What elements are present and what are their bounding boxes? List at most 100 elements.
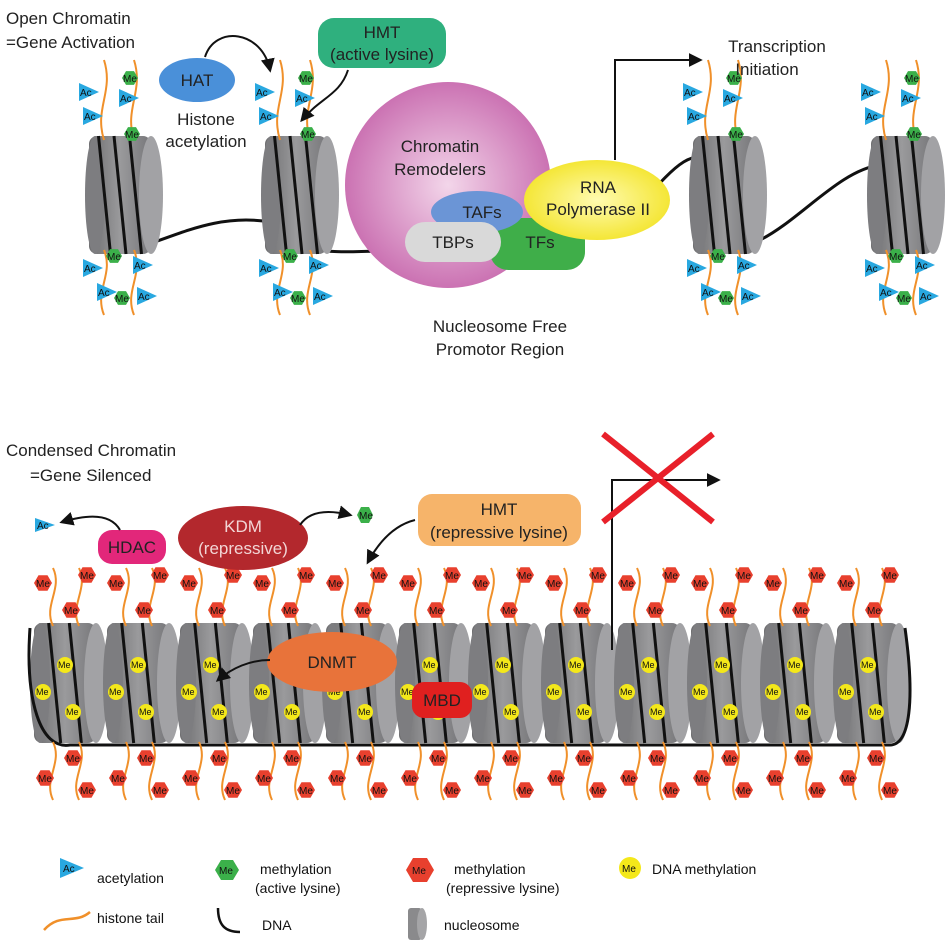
repressive-methyl-mark: Me	[429, 750, 447, 766]
repressive-methyl-mark: Me	[399, 575, 417, 591]
svg-text:Me: Me	[766, 687, 779, 697]
legend-dna-methylation-icon: Me	[619, 857, 641, 879]
acetyl-mark: Ac	[737, 256, 757, 274]
repressive-methyl-mark: Me	[881, 782, 899, 798]
repressive-methyl-mark: Me	[370, 782, 388, 798]
repressive-methyl-mark: Me	[281, 602, 299, 618]
svg-text:Me: Me	[715, 660, 728, 670]
hmt-repressive-arrow	[366, 519, 416, 565]
svg-text:Me: Me	[429, 606, 443, 617]
repressive-methyl-mark: Me	[547, 770, 565, 786]
transcription-line1: Transcription	[728, 37, 826, 56]
histone-tail	[487, 741, 495, 801]
svg-text:Me: Me	[36, 579, 50, 590]
histone-tail	[633, 741, 641, 801]
svg-text:Me: Me	[474, 579, 488, 590]
svg-text:Me: Me	[727, 74, 741, 85]
acetyl-mark: Ac	[879, 283, 899, 301]
svg-text:Me: Me	[283, 606, 297, 617]
dnmt-enzyme	[267, 632, 397, 692]
svg-text:Me: Me	[372, 786, 386, 797]
repressive-methyl-mark: Me	[253, 575, 271, 591]
dna-methyl-mark: Me	[641, 657, 657, 673]
histone-tail	[706, 567, 714, 627]
histone-tail	[882, 59, 890, 141]
repressive-methyl-mark: Me	[64, 750, 82, 766]
svg-text:Ac: Ac	[260, 264, 272, 275]
dna-methyl-mark: Me	[838, 684, 854, 700]
histone-tail	[440, 741, 448, 801]
svg-text:Me: Me	[299, 74, 313, 85]
dna-methyl-mark: Me	[568, 657, 584, 673]
histone-acetylation-line1: Histone	[177, 110, 235, 129]
legend-methylation-active-icon: Me	[215, 860, 239, 880]
svg-text:Me: Me	[36, 687, 49, 697]
svg-text:Me: Me	[577, 707, 590, 717]
svg-text:Me: Me	[401, 687, 414, 697]
dna-methyl-mark: Me	[546, 684, 562, 700]
svg-text:Ac: Ac	[738, 261, 750, 272]
histone-tail	[732, 741, 740, 801]
acetyl-mark: Ac	[273, 283, 293, 301]
svg-text:Ac: Ac	[902, 94, 914, 105]
svg-text:Me: Me	[64, 606, 78, 617]
svg-text:Me: Me	[299, 571, 313, 582]
svg-text:Me: Me	[107, 252, 121, 263]
svg-text:Me: Me	[622, 774, 636, 785]
svg-text:Ac: Ac	[880, 288, 892, 299]
repressive-methyl-mark: Me	[662, 782, 680, 798]
svg-text:Me: Me	[620, 687, 633, 697]
histone-tail	[294, 741, 302, 801]
repressive-methyl-mark: Me	[691, 575, 709, 591]
svg-text:Me: Me	[445, 786, 459, 797]
svg-text:Me: Me	[301, 130, 315, 141]
svg-text:Ac: Ac	[98, 288, 110, 299]
svg-text:Me: Me	[431, 754, 445, 765]
released-methyl-label: Me	[359, 511, 373, 522]
legend-dna-me-mark: Me	[622, 864, 636, 875]
acetyl-mark: Ac	[915, 256, 935, 274]
svg-text:Me: Me	[401, 579, 415, 590]
nucleosome	[833, 622, 911, 744]
nucleosome	[468, 622, 546, 744]
repressive-methyl-mark: Me	[208, 602, 226, 618]
transcription-line2: Initiation	[735, 60, 798, 79]
svg-text:Me: Me	[883, 786, 897, 797]
svg-text:Me: Me	[768, 774, 782, 785]
repressive-methyl-mark: Me	[210, 750, 228, 766]
dna-methyl-mark: Me	[422, 657, 438, 673]
repressive-methyl-mark: Me	[792, 602, 810, 618]
repressive-methyl-mark: Me	[646, 602, 664, 618]
svg-text:Me: Me	[796, 754, 810, 765]
histone-tail	[195, 741, 203, 801]
histone-tail	[513, 741, 521, 801]
repressive-methyl-mark: Me	[502, 750, 520, 766]
repressive-methyl-mark: Me	[735, 567, 753, 583]
svg-text:Ac: Ac	[314, 292, 326, 303]
top-nucleosome-group	[85, 135, 945, 255]
svg-text:Me: Me	[330, 774, 344, 785]
svg-text:Ac: Ac	[296, 94, 308, 105]
dna-methyl-mark: Me	[576, 704, 592, 720]
dna-methyl-mark: Me	[108, 684, 124, 700]
svg-text:Me: Me	[257, 774, 271, 785]
svg-text:Me: Me	[905, 74, 919, 85]
acetyl-mark: Ac	[133, 256, 153, 274]
repressive-methyl-mark: Me	[36, 770, 54, 786]
repressive-methyl-mark: Me	[443, 782, 461, 798]
svg-text:Me: Me	[328, 687, 341, 697]
tbps-factor	[405, 222, 501, 262]
svg-text:Me: Me	[794, 606, 808, 617]
svg-text:Ac: Ac	[724, 94, 736, 105]
histone-acetylation-line2: acetylation	[165, 132, 246, 151]
svg-text:Me: Me	[737, 786, 751, 797]
repressive-methyl-mark: Me	[618, 575, 636, 591]
acetyl-mark: Ac	[255, 83, 275, 101]
repressive-methyl-mark: Me	[356, 750, 374, 766]
legend-methylation-repressive-line2: (repressive lysine)	[446, 880, 560, 896]
svg-text:Me: Me	[403, 774, 417, 785]
svg-text:Me: Me	[723, 707, 736, 717]
svg-text:Me: Me	[693, 687, 706, 697]
active-methyl-mark: Me	[122, 71, 138, 85]
histone-tail	[560, 567, 568, 627]
